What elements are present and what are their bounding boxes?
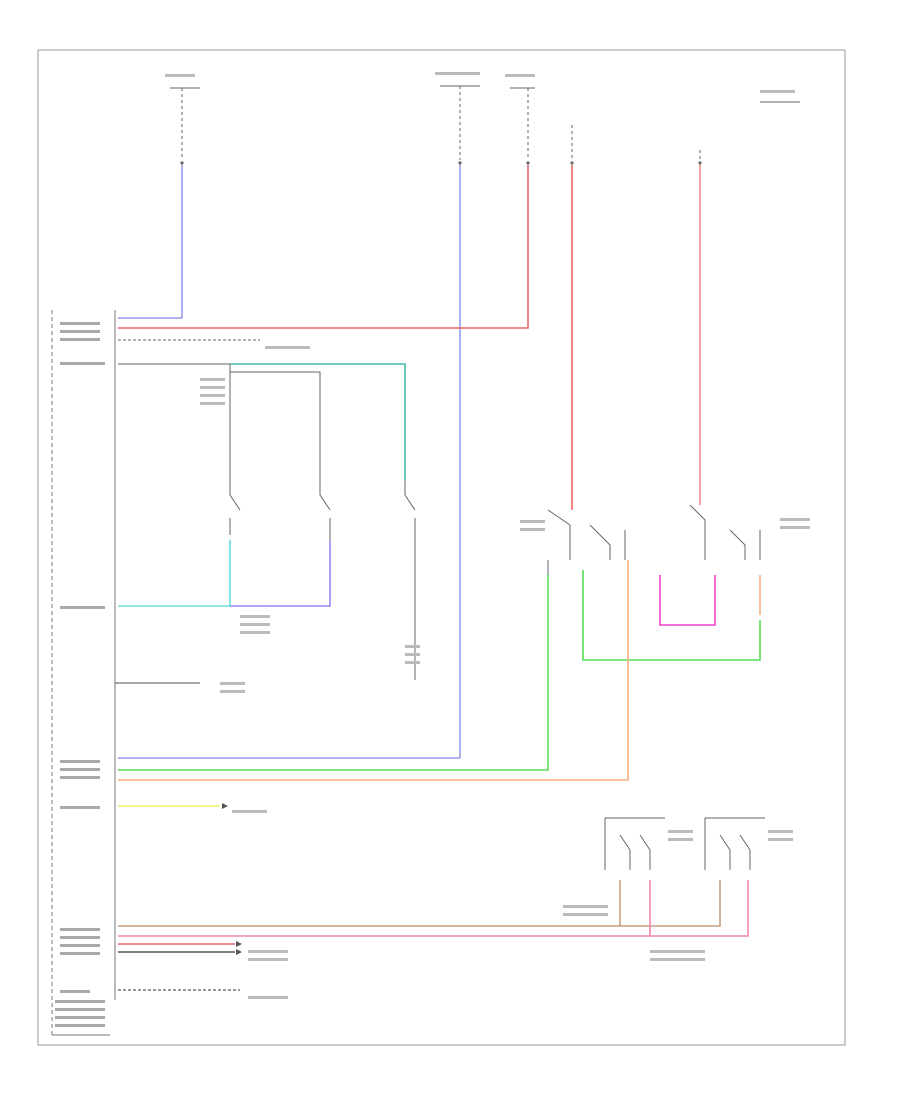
connector-markers xyxy=(180,161,702,165)
wire-teal xyxy=(230,363,406,480)
door-lock-switches xyxy=(547,504,761,600)
wire-green-long xyxy=(118,575,549,771)
wire-blue-1 xyxy=(118,165,183,319)
wire-brown-2 xyxy=(620,880,721,927)
wire-pink-2 xyxy=(650,880,749,937)
diagram-frame xyxy=(37,49,846,1046)
wire-magenta xyxy=(659,575,716,626)
module-pin-labels xyxy=(55,322,105,1027)
lower-switches xyxy=(604,817,765,870)
component-labels xyxy=(165,72,810,999)
switch-circuits xyxy=(118,339,416,680)
wire-cyan xyxy=(118,540,231,607)
wire-orange-long xyxy=(118,560,629,781)
control-module-boundary xyxy=(51,310,116,1036)
wire-blue-2 xyxy=(118,165,461,759)
wire-violet xyxy=(230,540,331,607)
wire-green-right xyxy=(582,570,761,661)
wire-red-1 xyxy=(118,165,529,329)
wire-brown xyxy=(118,880,621,927)
fuse-sources xyxy=(170,85,800,160)
